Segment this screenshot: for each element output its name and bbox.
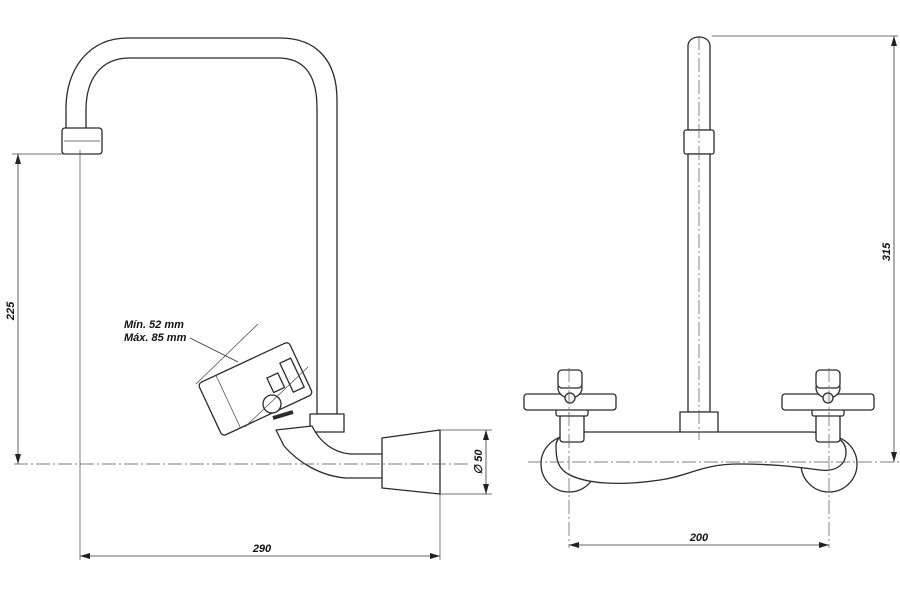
dim-290-arrow-left [80, 553, 90, 559]
dim-315-arrow-bottom [891, 452, 897, 462]
dim-200-label: 200 [689, 532, 709, 544]
left-valve [523, 369, 617, 443]
dim-200-arrow-left [569, 542, 579, 548]
side-view: 225 290 ∅ 50 Mín. 52 mm Máx. 85 mm [5, 37, 492, 560]
valve-knob [262, 394, 282, 414]
wall-flange-cone [381, 429, 441, 495]
dim-diameter-arrow-bottom [483, 484, 489, 494]
valve-handle-body [198, 342, 313, 436]
wall-ext-line-2 [244, 366, 309, 428]
right-valve [781, 369, 875, 443]
dim-200-arrow-right [819, 542, 829, 548]
dim-290-label: 290 [252, 543, 272, 555]
wall-max-label: Máx. 85 mm [124, 332, 187, 344]
dim-225-arrow-top [15, 154, 21, 164]
dim-290-arrow-right [430, 553, 440, 559]
elbow-pipe [275, 425, 387, 479]
mixer-body [555, 431, 847, 485]
wall-min-label: Mín. 52 mm [124, 319, 184, 331]
dim-225-arrow-bottom [15, 454, 21, 464]
spout-tube [65, 37, 338, 415]
valve-stem [272, 410, 294, 420]
dim-225-label: 225 [5, 301, 17, 321]
dim-diameter-label: ∅ 50 [473, 449, 485, 475]
dim-diameter-arrow-top [483, 430, 489, 440]
wall-ext-line-1 [195, 323, 259, 385]
wall-note-leader [189, 337, 239, 363]
front-view: 315 200 [523, 35, 900, 548]
dim-315-arrow-top [891, 36, 897, 46]
dim-315-label: 315 [881, 242, 893, 261]
spout-base-collar [309, 413, 345, 433]
